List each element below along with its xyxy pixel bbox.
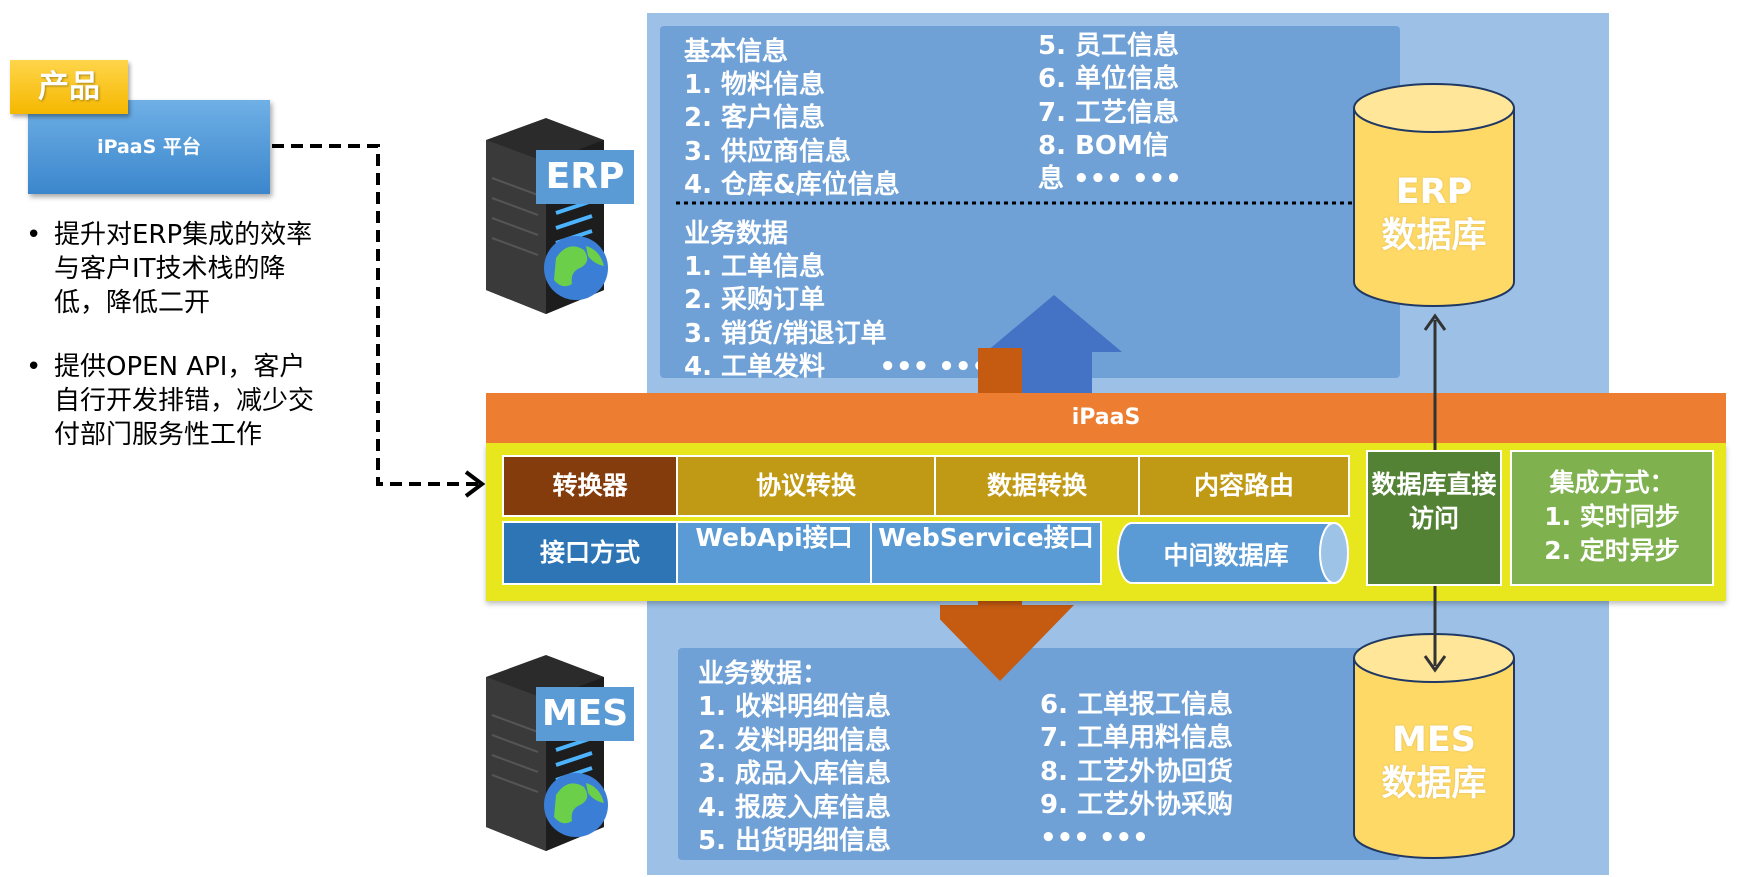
mes-biz-item: ••• ••• [1040, 823, 1149, 853]
mes-biz-item: 1. 收料明细信息 [698, 692, 892, 722]
mes-biz-item: 9. 工艺外协采购 [1040, 790, 1234, 820]
erp-basic-item: 7. 工艺信息 [1038, 98, 1180, 128]
section-divider [676, 201, 1356, 205]
erp-biz-item: 1. 工单信息 [684, 252, 826, 282]
ipaas-title-bar: iPaaS [486, 393, 1726, 443]
middle-db-label: 中间数据库 [1163, 541, 1289, 570]
mes-biz-item: 8. 工艺外协回货 [1040, 757, 1234, 787]
integration-methods-cell: 集成方式： 1. 实时同步 2. 定时异步 [1510, 450, 1714, 586]
ipaas-platform-label: iPaaS 平台 [97, 136, 201, 158]
erp-basic-title: 基本信息 [684, 37, 789, 67]
product-tag: 产品 [10, 60, 128, 114]
product-benefits: 提升对ERP集成的效率与客户IT技术栈的降低，降低二开 提供OPEN API，客… [22, 218, 322, 482]
erp-basic-item: 2. 客户信息 [684, 103, 826, 133]
mes-db-line2: 数据库 [1381, 764, 1487, 804]
erp-basic-item: 6. 单位信息 [1038, 64, 1180, 94]
mes-biz-item: 5. 出货明细信息 [698, 826, 892, 856]
arrow-down-shaft [978, 348, 1022, 396]
mes-server-icon [486, 655, 608, 851]
direct-db-access-cell: 数据库直接访问 [1366, 450, 1502, 586]
erp-basic-item: 5. 员工信息 [1038, 31, 1180, 61]
middle-db-icon [1117, 522, 1349, 584]
mes-biz-item: 7. 工单用料信息 [1040, 723, 1234, 753]
erp-basic-item: 3. 供应商信息 [684, 137, 852, 167]
erp-server-icon [486, 118, 608, 314]
erp-biz-item: 4. 工单发料 ••• ••• [684, 352, 989, 382]
erp-biz-title: 业务数据 [684, 219, 789, 249]
integration-title: 集成方式： [1549, 468, 1675, 497]
ipaas-platform-box: iPaaS 平台 [28, 100, 270, 194]
product-tag-label: 产品 [38, 69, 100, 105]
erp-biz-item: 3. 销货/销退订单 [684, 319, 887, 349]
erp-system-label: ERP [536, 150, 634, 204]
db-link-arrows [1423, 313, 1447, 673]
erp-biz-item: 2. 采购订单 [684, 285, 826, 315]
arrow-down-icon [940, 600, 1074, 681]
mes-biz-item: 3. 成品入库信息 [698, 759, 892, 789]
erp-db-line2: 数据库 [1381, 216, 1487, 256]
erp-basic-item: 4. 仓库&库位信息 [684, 170, 900, 200]
benefit-item: 提供OPEN API，客户自行开发排错，减少交付部门服务性工作 [22, 350, 322, 452]
erp-database-icon [1353, 83, 1515, 307]
erp-basic-item: 8. BOM信 [1038, 131, 1169, 161]
mes-data-panel [678, 648, 1400, 860]
webapi-cell: WebApi接口 [676, 521, 872, 585]
integration-item: 2. 定时异步 [1544, 536, 1680, 565]
erp-basic-item: 息 ••• ••• [1038, 164, 1182, 194]
converter-cell: 转换器 [502, 455, 678, 517]
protocol-convert-cell: 协议转换 [676, 455, 936, 517]
data-convert-cell: 数据转换 [934, 455, 1140, 517]
flow-arrows [940, 295, 1122, 681]
interface-mode-cell: 接口方式 [502, 521, 678, 585]
mes-biz-item: 2. 发料明细信息 [698, 726, 892, 756]
erp-basic-item: 1. 物料信息 [684, 70, 826, 100]
mes-biz-item: 6. 工单报工信息 [1040, 690, 1234, 720]
erp-db-line1: ERP [1395, 172, 1473, 212]
mes-biz-item: 4. 报废入库信息 [698, 793, 892, 823]
webservice-cell: WebService接口 [870, 521, 1102, 585]
dashed-connector [272, 144, 486, 498]
benefit-item: 提升对ERP集成的效率与客户IT技术栈的降低，降低二开 [22, 218, 322, 320]
content-routing-cell: 内容路由 [1138, 455, 1350, 517]
mes-biz-title: 业务数据： [698, 659, 829, 689]
ipaas-title: iPaaS [1071, 405, 1141, 430]
mes-db-line1: MES [1392, 720, 1476, 760]
mes-system-label: MES [536, 687, 634, 741]
integration-item: 1. 实时同步 [1544, 502, 1680, 531]
